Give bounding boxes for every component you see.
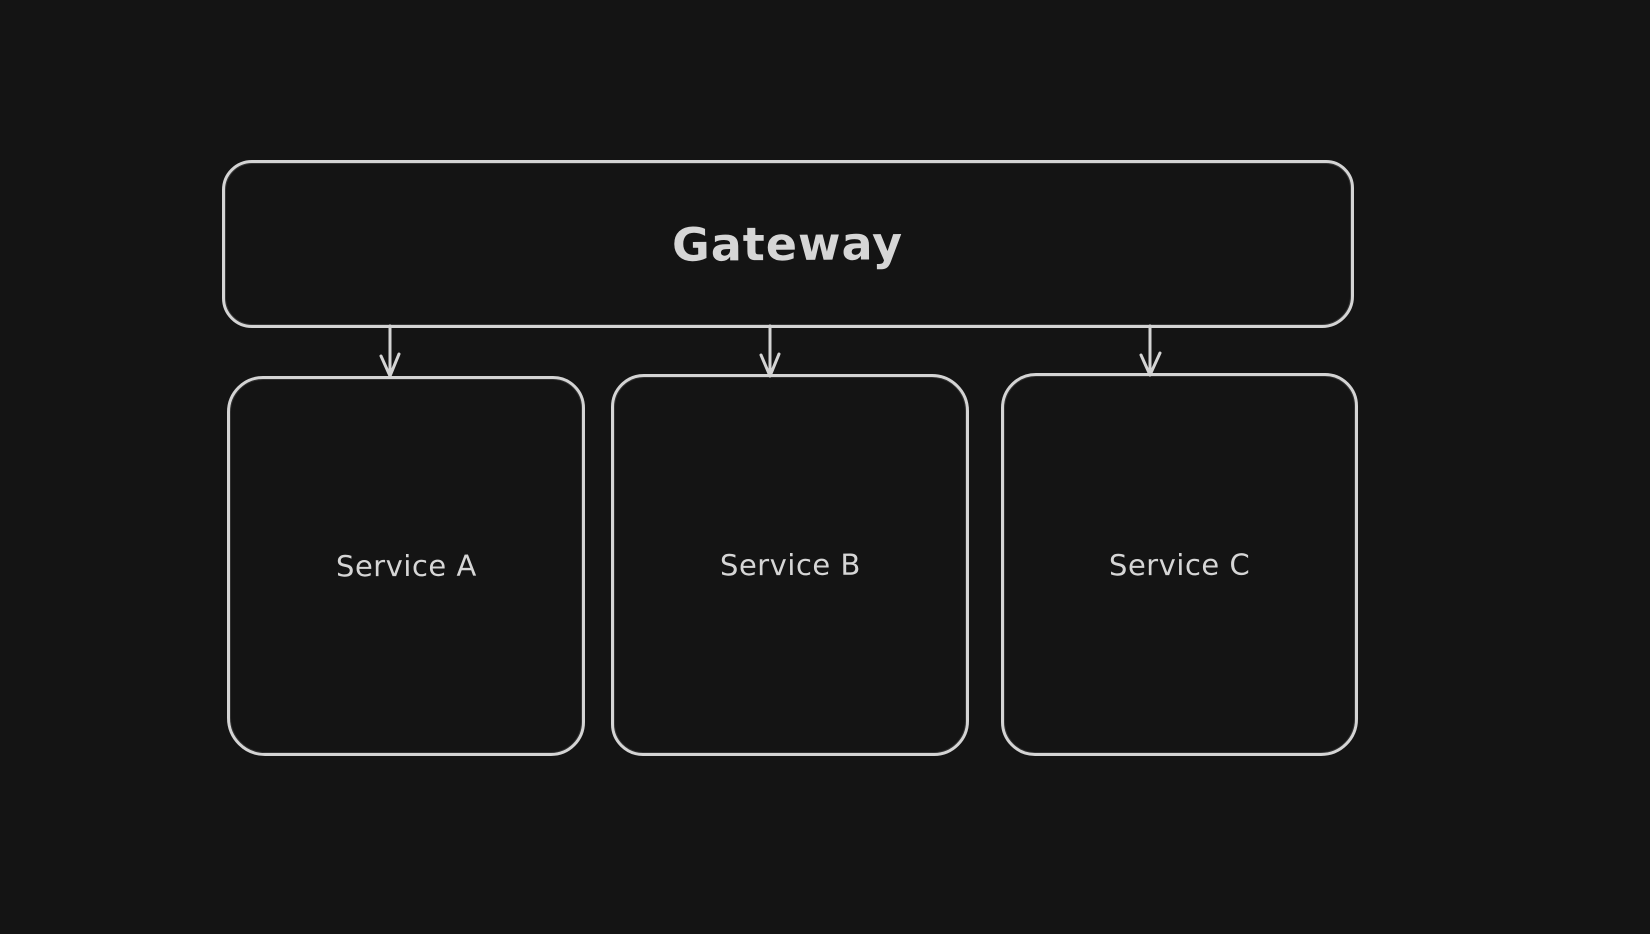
down-arrow-icon — [379, 324, 401, 378]
service-a-node[interactable]: Service A — [227, 376, 585, 756]
arrow-gateway-to-service-a[interactable] — [368, 323, 412, 381]
service-c-node[interactable]: Service C — [1001, 373, 1358, 756]
arrow-gateway-to-service-b[interactable] — [748, 323, 792, 381]
service-a-label: Service A — [335, 548, 477, 584]
gateway-label: Gateway — [672, 216, 904, 272]
service-c-label: Service C — [1108, 547, 1251, 582]
service-b-node[interactable]: Service B — [611, 374, 969, 756]
gateway-node[interactable]: Gateway — [222, 160, 1354, 328]
down-arrow-icon — [759, 324, 781, 378]
service-b-label: Service B — [719, 547, 861, 583]
